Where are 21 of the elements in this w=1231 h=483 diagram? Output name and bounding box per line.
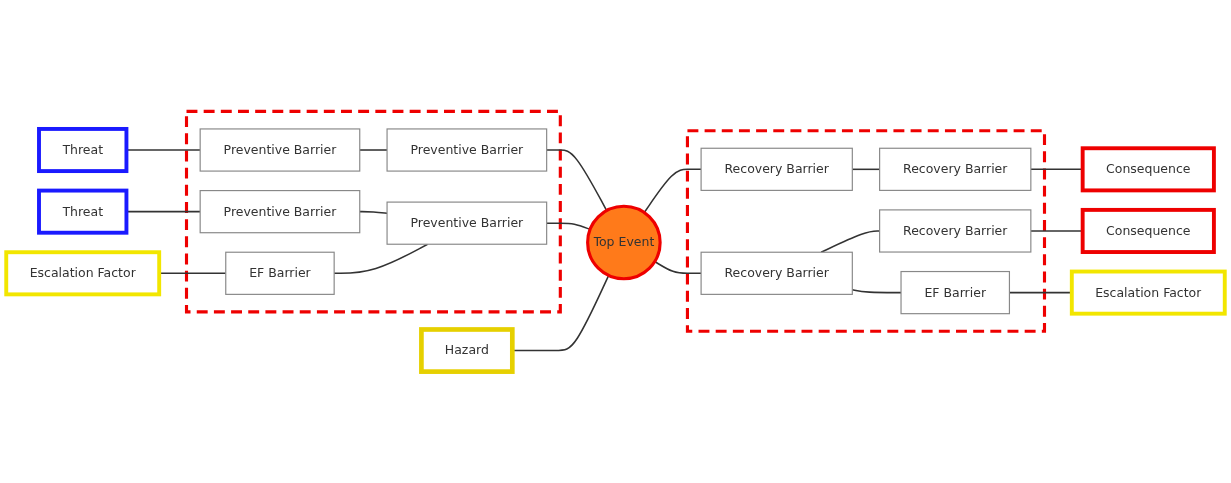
node-box: Preventive Barrier <box>199 190 361 234</box>
cluster <box>685 129 1047 333</box>
node-box: Hazard <box>419 327 515 374</box>
node-box: Preventive Barrier <box>386 201 548 245</box>
node-box: Recovery Barrier <box>700 147 853 191</box>
node-box: Preventive Barrier <box>386 128 548 172</box>
node-box: Preventive Barrier <box>199 128 361 172</box>
connector <box>643 168 702 214</box>
node-box: Escalation Factor <box>1069 269 1227 316</box>
node-box: Threat <box>37 127 129 174</box>
node-box: Consequence <box>1080 207 1216 254</box>
node-box: Recovery Barrier <box>700 251 853 295</box>
node-box: Recovery Barrier <box>879 209 1032 253</box>
node-box: Recovery Barrier <box>879 147 1032 191</box>
node-circle: Top Event <box>586 204 662 281</box>
node-box: EF Barrier <box>225 251 335 295</box>
node-box: Escalation Factor <box>4 250 162 297</box>
node-box: Consequence <box>1080 146 1216 193</box>
node-box: Threat <box>37 188 129 235</box>
cluster <box>184 109 562 314</box>
node-box: EF Barrier <box>900 270 1010 315</box>
